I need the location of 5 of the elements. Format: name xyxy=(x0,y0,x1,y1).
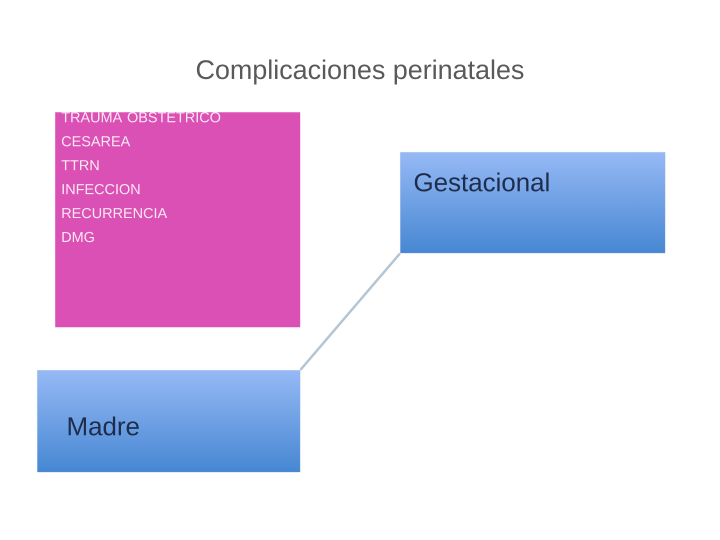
process-box: Madre xyxy=(37,370,300,472)
slide-title: Complicaciones perinatales xyxy=(196,59,524,85)
process-box: Gestacional xyxy=(400,152,666,254)
list-box: TRAUMA OBSTETRICO CESAREA TTRN INFECCION RECURRENCIA DMG xyxy=(55,112,300,328)
connector-line xyxy=(299,252,401,371)
